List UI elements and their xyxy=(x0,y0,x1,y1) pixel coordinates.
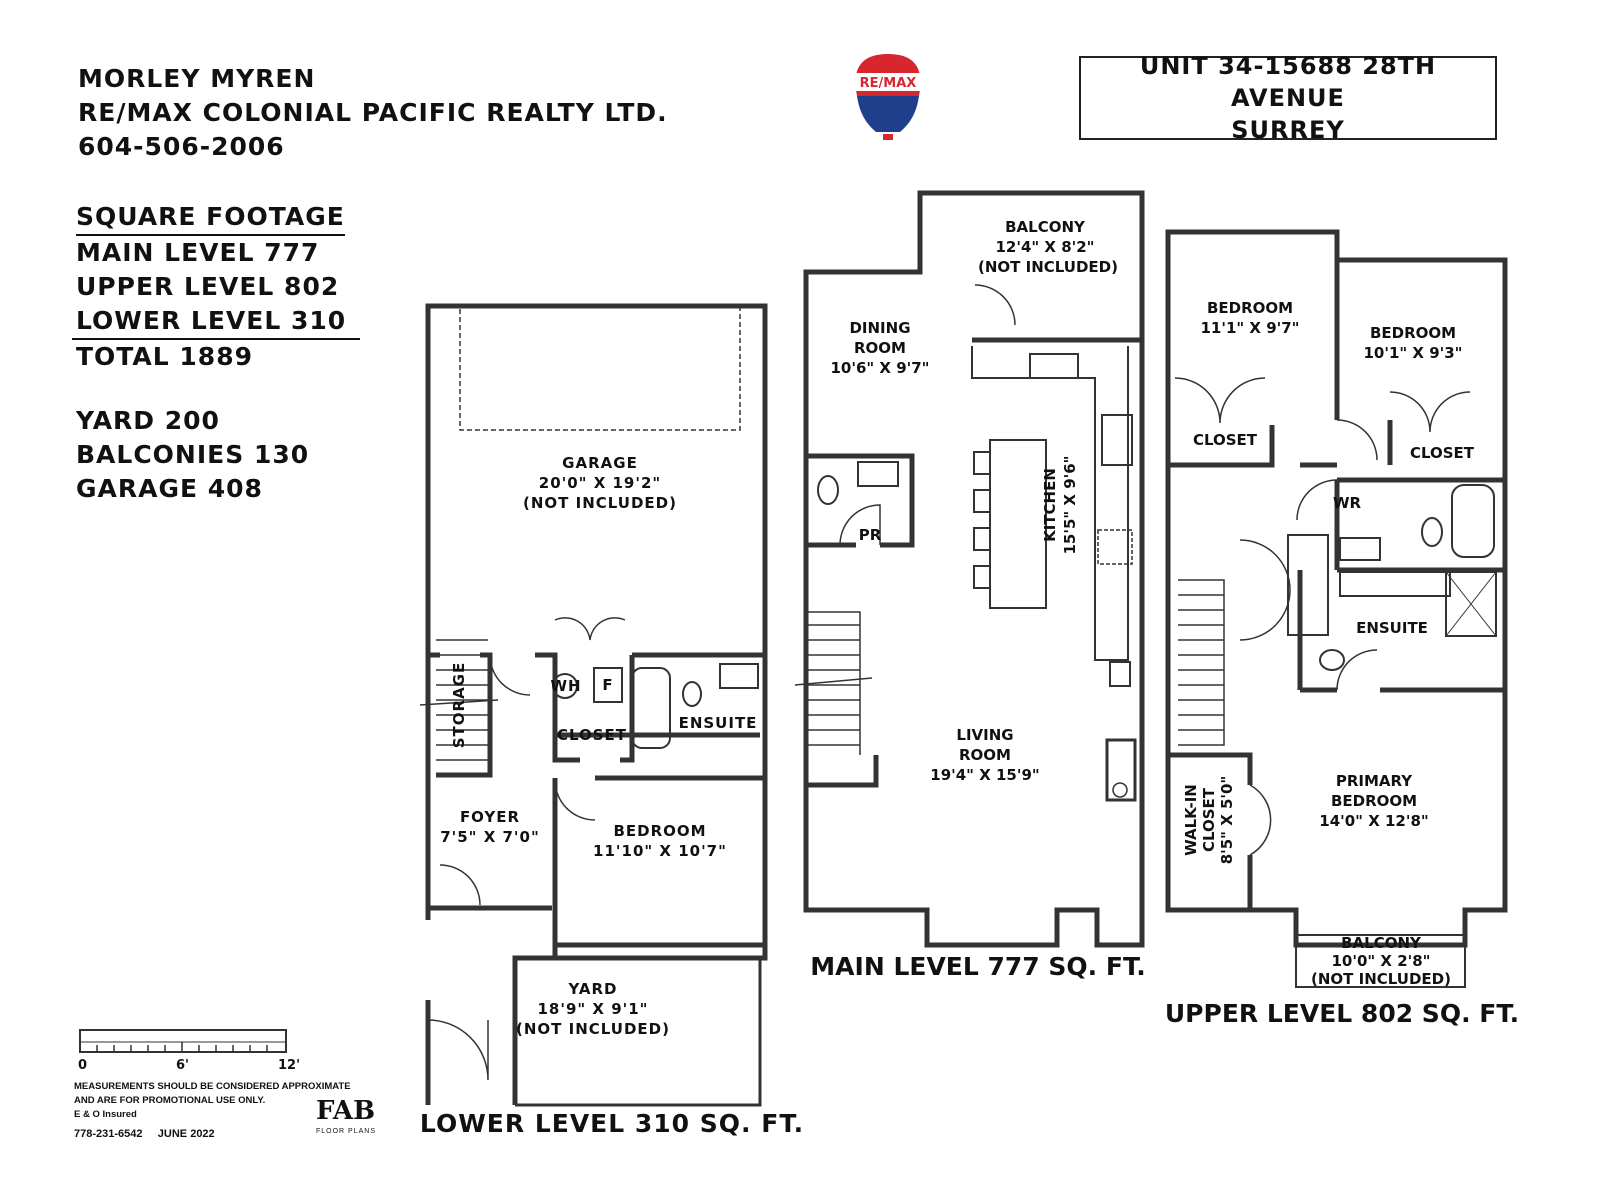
disclaimer-line1: MEASUREMENTS SHOULD BE CONSIDERED APPROX… xyxy=(74,1081,351,1092)
lower-level-labels: GARAGE 20'0" X 19'2" (NOT INCLUDED) STOR… xyxy=(420,454,804,1138)
agent-brokerage: RE/MAX COLONIAL PACIFIC REALTY LTD. xyxy=(78,98,668,127)
lower-level-caption: LOWER LEVEL 310 SQ. FT. xyxy=(420,1109,804,1138)
garage-door-outline xyxy=(459,305,741,431)
kitchen-sink xyxy=(1029,353,1079,379)
scale-bar xyxy=(79,1029,287,1053)
lower-ensuite-label: ENSUITE xyxy=(679,714,758,732)
walkin-label-1: WALK-IN xyxy=(1182,784,1200,856)
disclaimer-line2: AND ARE FOR PROMOTIONAL USE ONLY. xyxy=(74,1095,266,1106)
address-line2: SURREY xyxy=(1231,116,1345,144)
agent-phone: 604-506-2006 xyxy=(78,132,285,161)
sqft-main: MAIN LEVEL 777 xyxy=(76,238,320,267)
square-footage-summary: SQUARE FOOTAGE MAIN LEVEL 777 UPPER LEVE… xyxy=(72,200,361,374)
lower-bedroom-dims: 11'10" X 10'7" xyxy=(593,842,727,860)
sqft-lower: LOWER LEVEL 310 xyxy=(72,304,361,340)
extras-yard: YARD 200 xyxy=(76,406,220,435)
stove-icon xyxy=(1101,414,1133,466)
kitchen-dims: 15'5" X 9'6" xyxy=(1061,455,1079,554)
primary-label-1: PRIMARY xyxy=(1336,772,1413,790)
garage-note: (NOT INCLUDED) xyxy=(523,494,677,512)
walkin-dims: 8'5" X 5'0" xyxy=(1218,776,1236,865)
lower-bedroom-label: BEDROOM xyxy=(613,822,706,840)
dining-dims: 10'6" X 9'7" xyxy=(830,359,929,377)
upper-ensuite-label: ENSUITE xyxy=(1356,619,1428,637)
fireplace-icon xyxy=(1105,738,1137,802)
extras-balconies: BALCONIES 130 xyxy=(76,440,310,469)
upper-balcony-label: BALCONY xyxy=(1341,934,1422,952)
disclaimer-line3: E & O Insured xyxy=(74,1109,137,1120)
fab-logo-subtitle: FLOOR PLANS xyxy=(316,1128,377,1135)
upper-stairs xyxy=(1178,579,1225,746)
scale-label-0: 0 xyxy=(78,1058,88,1073)
wh-label: WH xyxy=(550,677,581,695)
foyer-label: FOYER xyxy=(460,808,520,826)
contact-date: JUNE 2022 xyxy=(157,1128,215,1140)
kitchen-label: KITCHEN xyxy=(1041,468,1059,542)
sqft-upper: UPPER LEVEL 802 xyxy=(76,272,340,301)
scale-label-12: 12' xyxy=(278,1058,301,1073)
storage-label: STORAGE xyxy=(450,662,468,749)
lower-bathtub-icon xyxy=(631,667,671,749)
living-dims: 19'4" X 15'9" xyxy=(930,766,1039,784)
extras-garage: GARAGE 408 xyxy=(76,474,263,503)
bedroom1-label: BEDROOM xyxy=(1207,299,1293,317)
upper-level-labels: BEDROOM 11'1" X 9'7" BEDROOM 10'1" X 9'3… xyxy=(1165,299,1519,1028)
living-label-1: LIVING xyxy=(956,726,1013,744)
upper-level-walls xyxy=(1165,229,1508,948)
dining-label-1: DINING xyxy=(849,319,910,337)
main-balcony-label: BALCONY xyxy=(1005,218,1086,236)
upper-level-caption: UPPER LEVEL 802 SQ. FT. xyxy=(1165,999,1519,1028)
living-label-2: ROOM xyxy=(959,746,1011,764)
bathtub-icon xyxy=(1451,484,1495,558)
main-level-labels: BALCONY 12'4" X 8'2" (NOT INCLUDED) DINI… xyxy=(810,218,1145,981)
extras-summary: YARD 200 BALCONIES 130 GARAGE 408 xyxy=(76,404,309,506)
upper-balcony-note: (NOT INCLUDED) xyxy=(1311,970,1451,988)
water-heater-icon xyxy=(552,673,578,699)
wr-label: WR xyxy=(1333,494,1362,512)
agent-info: MORLEY MYREN RE/MAX COLONIAL PACIFIC REA… xyxy=(78,62,668,164)
main-stairs xyxy=(794,611,873,755)
contact-line: 778-231-6542 JUNE 2022 xyxy=(74,1128,215,1140)
contact-phone: 778-231-6542 xyxy=(74,1128,143,1140)
disclaimer: MEASUREMENTS SHOULD BE CONSIDERED APPROX… xyxy=(74,1080,351,1122)
remax-balloon-icon: RE/MAX xyxy=(855,54,921,140)
main-balcony-dims: 12'4" X 8'2" xyxy=(995,238,1094,256)
pr-label: PR xyxy=(859,526,882,544)
remax-logo-text: RE/MAX xyxy=(860,76,917,91)
bedroom2-dims: 10'1" X 9'3" xyxy=(1363,344,1462,362)
upper-balcony-outline xyxy=(1295,934,1466,988)
address-line1: UNIT 34-15688 28th AVENUE xyxy=(1139,52,1437,112)
closet1-label: CLOSET xyxy=(1193,431,1258,449)
address-box: UNIT 34-15688 28th AVENUE SURREY xyxy=(1079,52,1497,144)
agent-name: MORLEY MYREN xyxy=(78,64,316,93)
main-level-caption: MAIN LEVEL 777 SQ. FT. xyxy=(810,952,1145,981)
primary-label-2: BEDROOM xyxy=(1331,792,1417,810)
closet2-label: CLOSET xyxy=(1410,444,1475,462)
f-label: F xyxy=(602,676,613,694)
bedroom2-label: BEDROOM xyxy=(1370,324,1456,342)
sqft-total: TOTAL 1889 xyxy=(76,342,253,371)
primary-dims: 14'0" X 12'8" xyxy=(1319,812,1428,830)
shower-icon xyxy=(1445,571,1497,637)
yard-note: (NOT INCLUDED) xyxy=(516,1020,670,1038)
main-balcony-note: (NOT INCLUDED) xyxy=(978,258,1118,276)
garage-label: GARAGE xyxy=(562,454,638,472)
scale-label-6: 6' xyxy=(176,1058,190,1073)
yard-label: YARD xyxy=(567,980,617,998)
upper-balcony-dims: 10'0" X 2'8" xyxy=(1331,952,1430,970)
main-level-walls xyxy=(803,190,1145,948)
fab-logo: FAB xyxy=(316,1096,376,1126)
garage-dims: 20'0" X 19'2" xyxy=(539,474,661,492)
walkin-label-2: CLOSET xyxy=(1200,787,1218,852)
dining-label-2: ROOM xyxy=(854,339,906,357)
sqft-heading: SQUARE FOOTAGE xyxy=(76,200,345,236)
bedroom1-dims: 11'1" X 9'7" xyxy=(1200,319,1299,337)
lower-closet-label: CLOSET xyxy=(557,726,627,744)
foyer-dims: 7'5" X 7'0" xyxy=(440,828,540,846)
furnace-icon xyxy=(593,667,623,703)
yard-dims: 18'9" X 9'1" xyxy=(537,1000,648,1018)
kitchen-island xyxy=(989,439,1047,609)
